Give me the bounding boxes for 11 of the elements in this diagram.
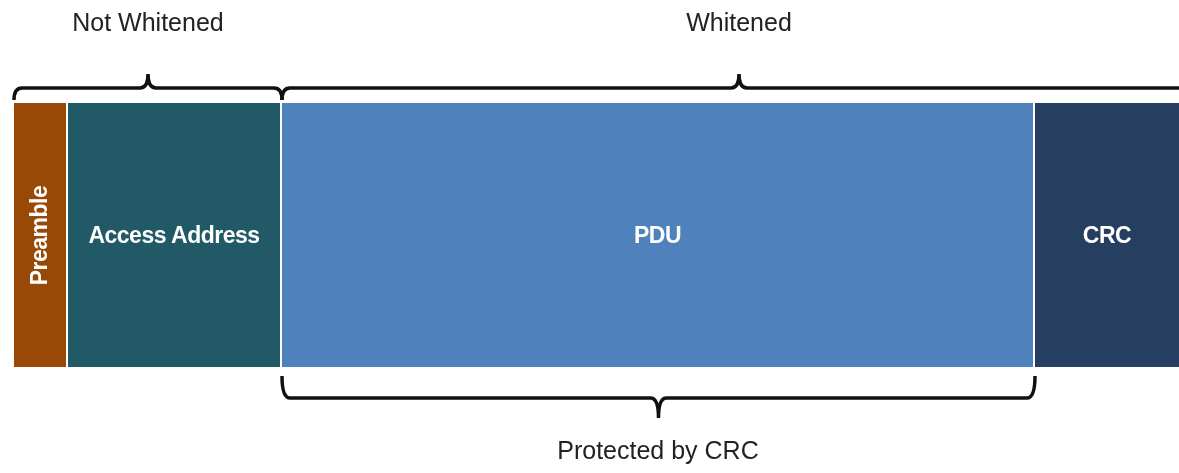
packet-field bbox=[68, 103, 282, 367]
brace-label: Not Whitened bbox=[72, 8, 224, 37]
packet-field bbox=[282, 103, 1035, 367]
field-label: Access Address bbox=[88, 221, 260, 249]
brace-label: Protected by CRC bbox=[557, 436, 759, 465]
brace-label: Whitened bbox=[686, 8, 792, 37]
packet-field bbox=[1035, 103, 1179, 367]
field-label: Preamble bbox=[26, 185, 54, 285]
field-label: PDU bbox=[633, 221, 682, 249]
packet-field bbox=[14, 103, 68, 367]
field-label: CRC bbox=[1082, 221, 1132, 249]
